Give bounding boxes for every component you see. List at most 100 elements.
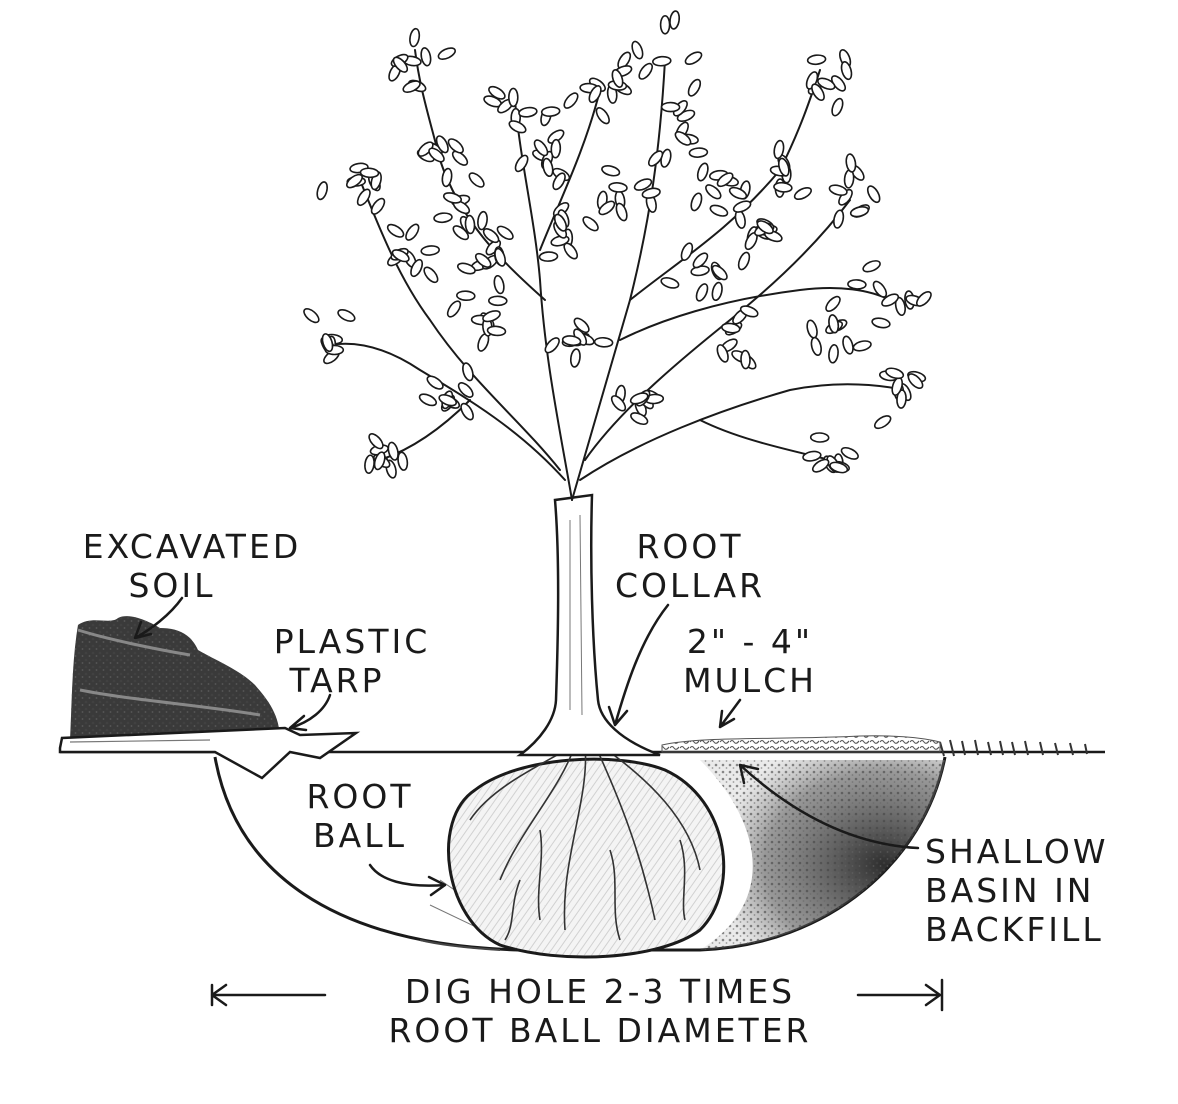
leaf [629, 392, 649, 405]
leaf [773, 181, 793, 193]
dig-hole-left-arrow [210, 983, 327, 1007]
leaf [368, 433, 384, 450]
leaf [845, 153, 857, 173]
tree-trunk [516, 493, 661, 757]
leaf [391, 249, 410, 263]
leaf [561, 335, 582, 347]
leaf [601, 165, 621, 177]
leaf [552, 172, 566, 191]
leaf [828, 184, 848, 196]
leaf [494, 247, 507, 267]
root-collar-label: ROOT COLLAR [600, 530, 780, 602]
leaf [873, 415, 892, 430]
leaf [611, 69, 624, 88]
excavated-soil-arrow [133, 596, 184, 640]
leaf [595, 107, 610, 125]
leaf [493, 274, 505, 295]
leaf [615, 202, 628, 222]
leaf [709, 204, 729, 217]
root-ball [447, 744, 726, 959]
leaf [593, 336, 614, 348]
leaf [508, 120, 527, 134]
leaf [695, 283, 709, 302]
mulch-layer [661, 735, 941, 753]
leaf [660, 277, 680, 289]
leaf [486, 325, 507, 337]
leaf [802, 450, 822, 462]
leaf [817, 77, 836, 91]
leaf [674, 131, 692, 146]
shallow-basin-line-2: BASIN IN [925, 871, 1095, 910]
leaf [690, 192, 703, 212]
leaf [533, 139, 549, 157]
leaf [451, 150, 469, 166]
leaf [842, 335, 854, 355]
leaf [460, 402, 474, 421]
excavated-soil-line-2: SOIL [128, 566, 216, 605]
callout-arrows [133, 596, 944, 1012]
shallow-basin-label: SHALLOW BASIN IN BACKFILL [925, 835, 1155, 946]
leaf [728, 186, 748, 200]
leaf [482, 310, 501, 323]
leaf [806, 54, 827, 66]
leaf [610, 395, 627, 412]
excavated-soil-label: EXCAVATED SOIL [62, 530, 322, 602]
leaf [428, 147, 445, 163]
leaf [550, 138, 562, 159]
leaf [840, 446, 859, 460]
leaf [426, 375, 444, 390]
leaf [705, 184, 722, 200]
leaf [553, 213, 568, 232]
root-ball-line-1: ROOT [306, 777, 414, 816]
leaf [608, 182, 628, 193]
leaf [885, 367, 905, 380]
leaf [773, 139, 785, 160]
leaf [833, 209, 845, 229]
leaf [321, 333, 334, 353]
leaf [598, 200, 616, 216]
leaf [660, 101, 681, 113]
leaf [573, 317, 590, 334]
leaf [806, 319, 818, 339]
leaf [359, 167, 380, 179]
root-ball-label: ROOT BALL [290, 780, 430, 852]
leaf [482, 228, 500, 244]
leaf [477, 210, 488, 231]
leaf [828, 344, 839, 364]
leaf [420, 245, 440, 256]
leaf [907, 373, 924, 390]
leaf [852, 340, 872, 352]
leaf [457, 382, 474, 398]
leaf [569, 348, 581, 368]
leaf [402, 80, 421, 93]
plastic-tarp-label: PLASTIC TARP [262, 625, 442, 697]
leaf [488, 295, 508, 307]
root-collar-line-2: COLLAR [614, 566, 766, 605]
leaf [680, 242, 694, 261]
leaf [544, 337, 560, 354]
leaf [633, 178, 653, 191]
mulch-line-2: MULCH [683, 661, 817, 700]
leaf [840, 61, 853, 81]
leaf [825, 295, 841, 312]
shallow-basin-line-3: BACKFILL [925, 910, 1104, 949]
leaf [488, 85, 506, 100]
leaf [871, 317, 891, 329]
leaf [373, 451, 386, 471]
leaf [456, 290, 476, 302]
leaf [433, 212, 453, 224]
shallow-basin-arrow [738, 763, 920, 850]
mulch-label: 2" - 4" MULCH [670, 625, 830, 697]
leaf [446, 300, 462, 318]
leaf [442, 192, 463, 204]
leaf [437, 47, 456, 60]
leaf [721, 322, 741, 334]
leaf [777, 157, 790, 177]
leaf [409, 27, 421, 48]
leaf [647, 150, 664, 167]
excavated-soil-pile [70, 616, 280, 740]
leaf [866, 185, 881, 204]
leaf [831, 97, 844, 117]
leaf [740, 349, 751, 370]
